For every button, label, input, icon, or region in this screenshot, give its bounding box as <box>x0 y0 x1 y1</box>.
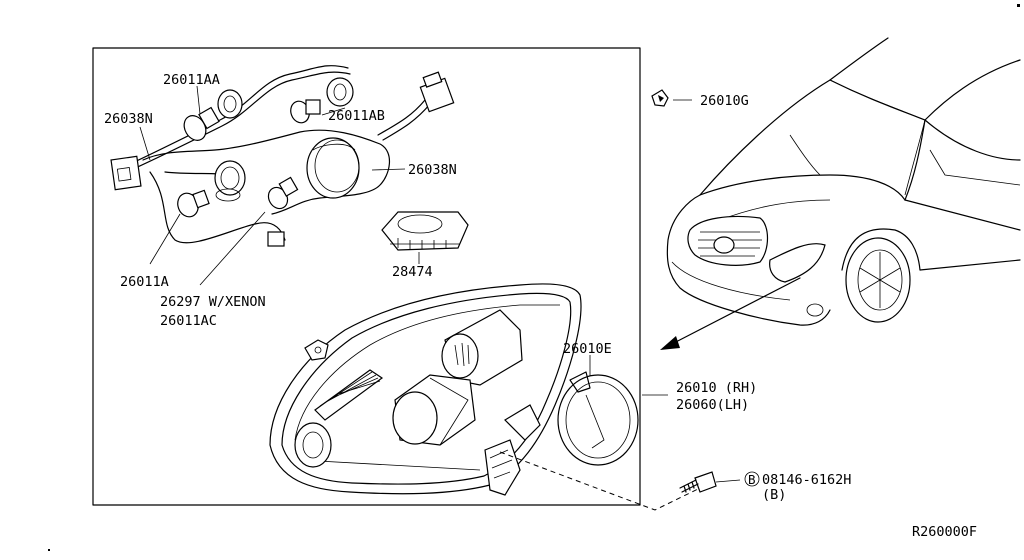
label-26038N-b: 26038N <box>408 162 457 178</box>
cap-26038N-illustration <box>306 137 360 199</box>
label-26010G: 26010G <box>700 93 749 109</box>
corner-mark-bottom <box>48 549 50 551</box>
ballast-28474-illustration <box>381 211 469 251</box>
label-26011AB: 26011AB <box>328 108 385 124</box>
label-26038N-a: 26038N <box>104 111 153 127</box>
bolt-circle-letter: B <box>748 472 756 487</box>
bulb-26011AB-illustration <box>290 77 354 124</box>
bolt-illustration <box>679 471 741 493</box>
label-26060-lh: 26060(LH) <box>676 397 749 413</box>
bulb-26011A-illustration <box>177 189 210 218</box>
label-26011A: 26011A <box>120 274 169 290</box>
label-28474: 28474 <box>392 264 433 280</box>
clip-26010G-illustration <box>651 89 669 107</box>
leader-lines <box>139 85 692 396</box>
socket-illustration <box>214 160 246 202</box>
label-26011AA: 26011AA <box>163 72 220 88</box>
parts-group-frame <box>92 47 641 506</box>
arrow-pointer <box>660 277 801 350</box>
label-26011AC: 26011AC <box>160 313 217 329</box>
label-26297: 26297 W/XENON <box>160 294 266 310</box>
bolt-callout: B 08146-6162H (B) <box>744 471 851 503</box>
corner-mark-top <box>1017 4 1020 7</box>
wiring-harness-illustration <box>110 65 455 247</box>
bulb-26011AC-illustration <box>267 176 299 210</box>
bulb-26011AA-illustration <box>183 89 243 141</box>
reference-code: R260000F <box>912 524 977 540</box>
label-bolt-qty: (B) <box>762 487 786 503</box>
label-26010E: 26010E <box>563 341 612 357</box>
ring-26010E-illustration <box>557 371 639 466</box>
label-bolt-part: 08146-6162H <box>762 472 851 488</box>
vehicle-front-illustration <box>666 37 1021 326</box>
headlamp-assembly-illustration <box>269 283 582 496</box>
label-26010-rh: 26010 (RH) <box>676 380 757 396</box>
